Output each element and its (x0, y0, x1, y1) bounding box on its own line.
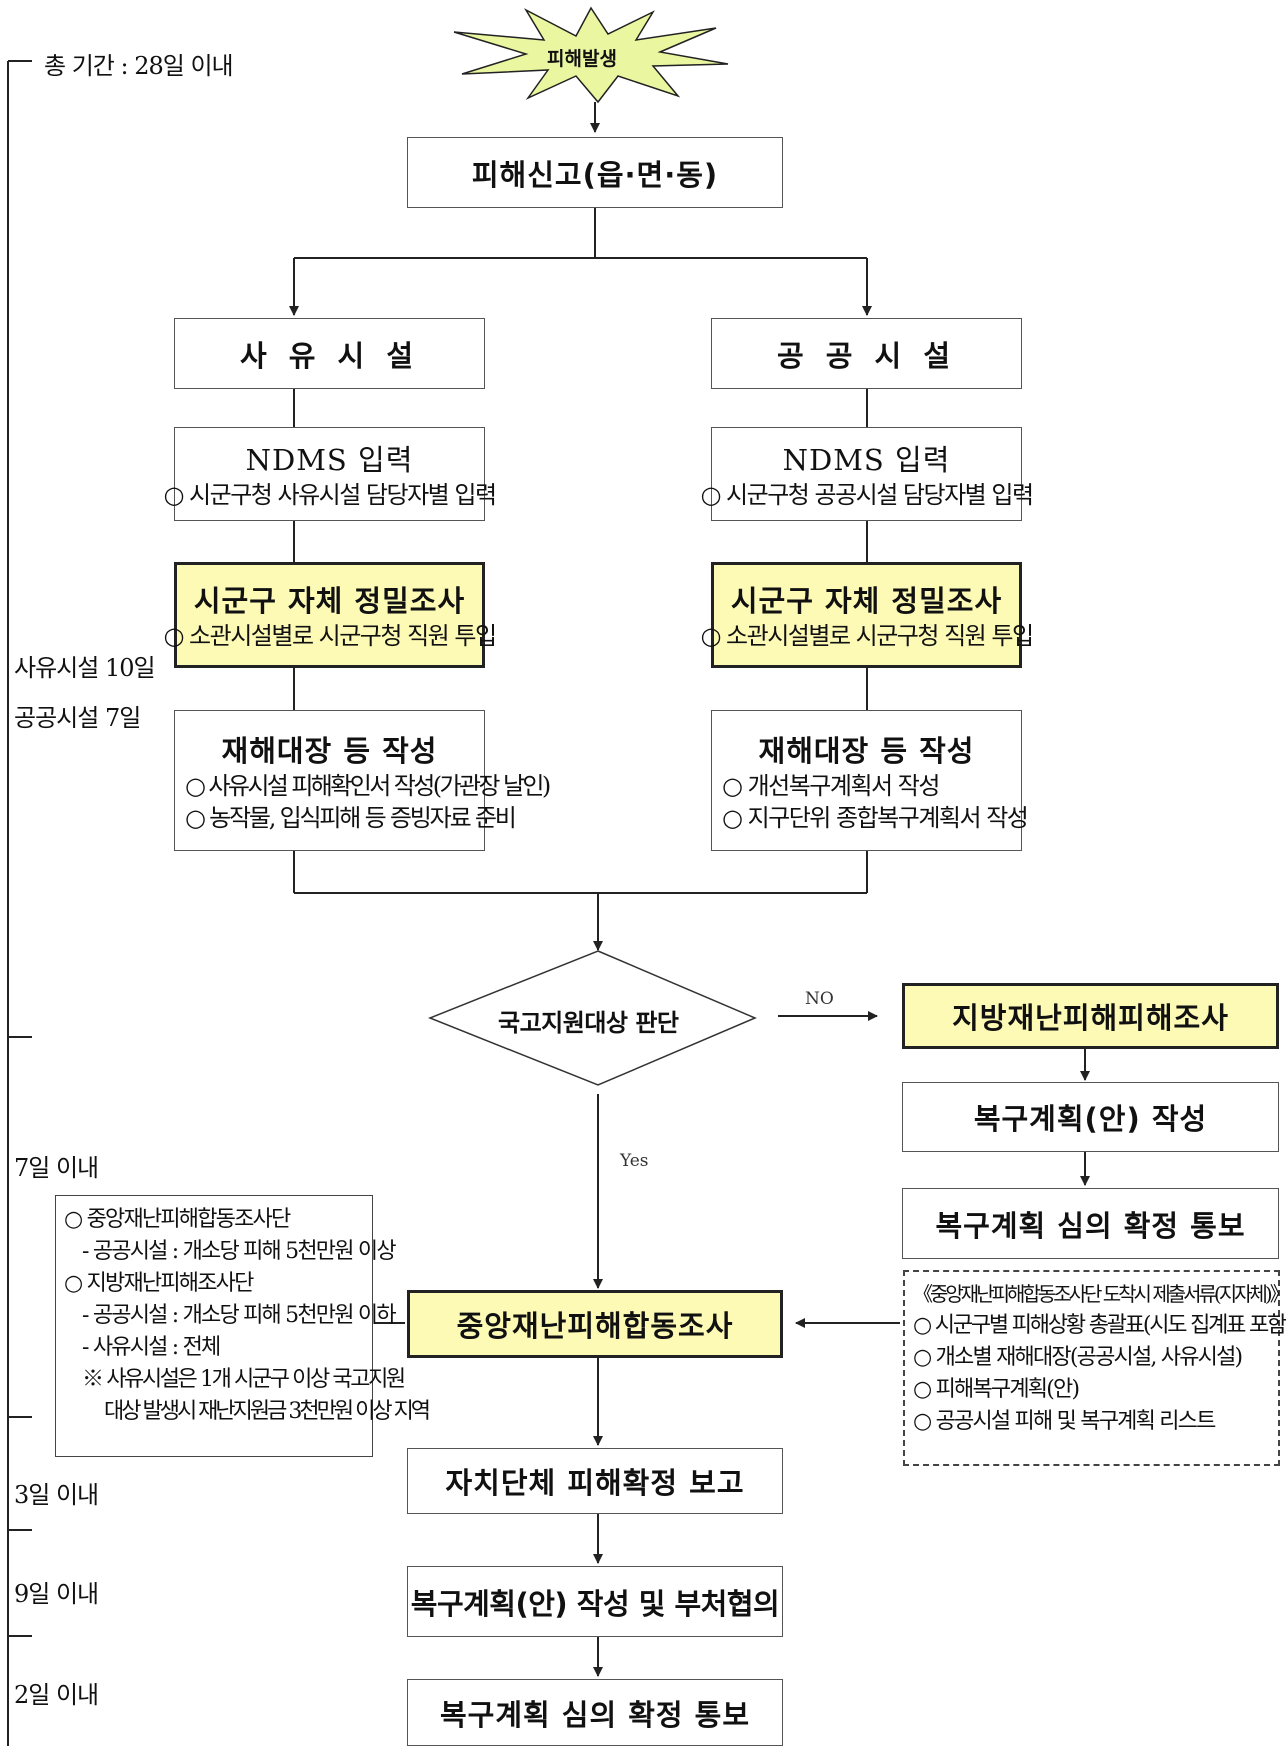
note-line: - 공공시설 : 개소당 피해 5천만원 이상 (82, 1239, 397, 1264)
final-report-title: 자치단체 피해확정 보고 (445, 1466, 745, 1500)
start-burst-icon (453, 6, 729, 104)
start-label: 피해발생 (547, 48, 617, 70)
private-ndms-sub: ○ 시군구청 사유시설 담당자별 입력 (163, 481, 497, 509)
note-line: ○ 지방재난피해조사단 (64, 1271, 254, 1296)
private-ledger-sub1: ○ 사유시설 피해확인서 작성(가관장 날인) (185, 771, 551, 800)
public-ledger-sub2: ○ 지구단위 종합복구계획서 작성 (722, 803, 1029, 832)
timeline-phase2: 7일 이내 (14, 1154, 99, 1182)
note-line: ※ 사유시설은 1개 시군구 이상 국고지원 (82, 1367, 406, 1392)
final-plan-box: 복구계획(안) 작성 및 부처협의 (407, 1566, 783, 1637)
timeline-private-days: 사유시설 10일 (14, 654, 156, 682)
public-survey-title: 시군구 자체 정밀조사 (730, 584, 1003, 618)
timeline-phase4: 9일 이내 (14, 1580, 99, 1608)
private-header-label: 사 유 시 설 (239, 338, 419, 373)
private-survey-sub: ○ 소관시설별로 시군구청 직원 투입 (163, 622, 497, 650)
note-line: ○ 피해복구계획(안) (913, 1377, 1080, 1402)
public-ndms-sub: ○ 시군구청 공공시설 담당자별 입력 (700, 481, 1034, 509)
timeline-phase5: 2일 이내 (14, 1681, 99, 1709)
note-line: ○ 개소별 재해대장(공공시설, 사유시설) (913, 1345, 1243, 1370)
public-survey-sub: ○ 소관시설별로 시군구청 직원 투입 (700, 622, 1034, 650)
local-confirm-title: 복구계획 심의 확정 통보 (935, 1208, 1246, 1243)
timeline-bracket (7, 60, 32, 1746)
flow-connectors (289, 102, 1090, 1677)
submission-docs-note: 《중앙재난피해합동조사단 도착시 제출서류(지자체)》 ○ 시군구별 피해상황 … (903, 1270, 1286, 1466)
private-survey-title: 시군구 자체 정밀조사 (193, 584, 466, 618)
private-ledger-title: 재해대장 등 작성 (221, 733, 438, 768)
yes-edge-label: Yes (620, 1151, 649, 1171)
note-line: 《중앙재난피해합동조사단 도착시 제출서류(지자체)》 (913, 1282, 1286, 1306)
final-plan-title: 복구계획(안) 작성 및 부처협의 (410, 1586, 780, 1621)
note-line: 대상 발생시 재난지원금 3천만원 이상 지역 (104, 1399, 431, 1424)
private-survey-box: 시군구 자체 정밀조사 ○ 소관시설별로 시군구청 직원 투입 (163, 562, 497, 668)
damage-report-box: 피해신고(읍·면·동) (407, 137, 783, 208)
timeline-phase3: 3일 이내 (14, 1481, 99, 1509)
decision-label: 국고지원대상 판단 (498, 1009, 679, 1037)
final-report-box: 자치단체 피해확정 보고 (407, 1448, 783, 1514)
final-confirm-title: 복구계획 심의 확정 통보 (439, 1697, 751, 1732)
private-facilities-header: 사 유 시 설 (174, 318, 485, 389)
private-ndms-box: NDMS 입력 ○ 시군구청 사유시설 담당자별 입력 (163, 427, 497, 521)
final-confirm-box: 복구계획 심의 확정 통보 (407, 1679, 783, 1746)
local-confirm-box: 복구계획 심의 확정 통보 (902, 1188, 1279, 1259)
public-header-label: 공 공 시 설 (776, 338, 956, 373)
no-edge-label: NO (805, 989, 834, 1009)
public-survey-box: 시군구 자체 정밀조사 ○ 소관시설별로 시군구청 직원 투입 (700, 562, 1034, 668)
note-line: - 사유시설 : 전체 (82, 1335, 221, 1360)
public-facilities-header: 공 공 시 설 (711, 318, 1022, 389)
timeline-public-days: 공공시설 7일 (14, 704, 141, 732)
note-line: - 공공시설 : 개소당 피해 5천만원 이하 (82, 1303, 397, 1328)
local-plan-box: 복구계획(안) 작성 (902, 1082, 1279, 1152)
decision-diamond (427, 950, 757, 1086)
local-plan-title: 복구계획(안) 작성 (973, 1102, 1208, 1136)
timeline-total: 총 기간 : 28일 이내 (44, 52, 234, 80)
damage-report-title: 피해신고(읍·면·동) (471, 157, 719, 192)
public-ledger-title: 재해대장 등 작성 (758, 733, 975, 768)
survey-team-note: ○ 중앙재난피해합동조사단 - 공공시설 : 개소당 피해 5천만원 이상 ○ … (55, 1195, 431, 1457)
note-line: ○ 시군구별 피해상황 총괄표(시도 집계표 포함) (913, 1313, 1286, 1338)
private-ledger-box: 재해대장 등 작성 ○ 사유시설 피해확인서 작성(가관장 날인) ○ 농작물,… (174, 710, 551, 851)
public-ndms-box: NDMS 입력 ○ 시군구청 공공시설 담당자별 입력 (700, 427, 1034, 521)
public-ledger-box: 재해대장 등 작성 ○ 개선복구계획서 작성 ○ 지구단위 종합복구계획서 작성 (711, 710, 1029, 851)
private-ndms-title: NDMS 입력 (245, 443, 414, 477)
public-ndms-title: NDMS 입력 (782, 443, 951, 477)
central-survey-box: 중앙재난피해합동조사 (407, 1290, 783, 1358)
note-line: ○ 중앙재난피해합동조사단 (64, 1207, 291, 1232)
local-survey-box: 지방재난피해피해조사 (902, 983, 1279, 1049)
private-ledger-sub2: ○ 농작물, 입식피해 등 증빙자료 준비 (185, 803, 517, 832)
public-ledger-sub1: ○ 개선복구계획서 작성 (722, 771, 940, 800)
local-survey-title: 지방재난피해피해조사 (952, 1001, 1229, 1035)
note-line: ○ 공공시설 피해 및 복구계획 리스트 (913, 1409, 1216, 1434)
central-survey-title: 중앙재난피해합동조사 (456, 1309, 734, 1343)
